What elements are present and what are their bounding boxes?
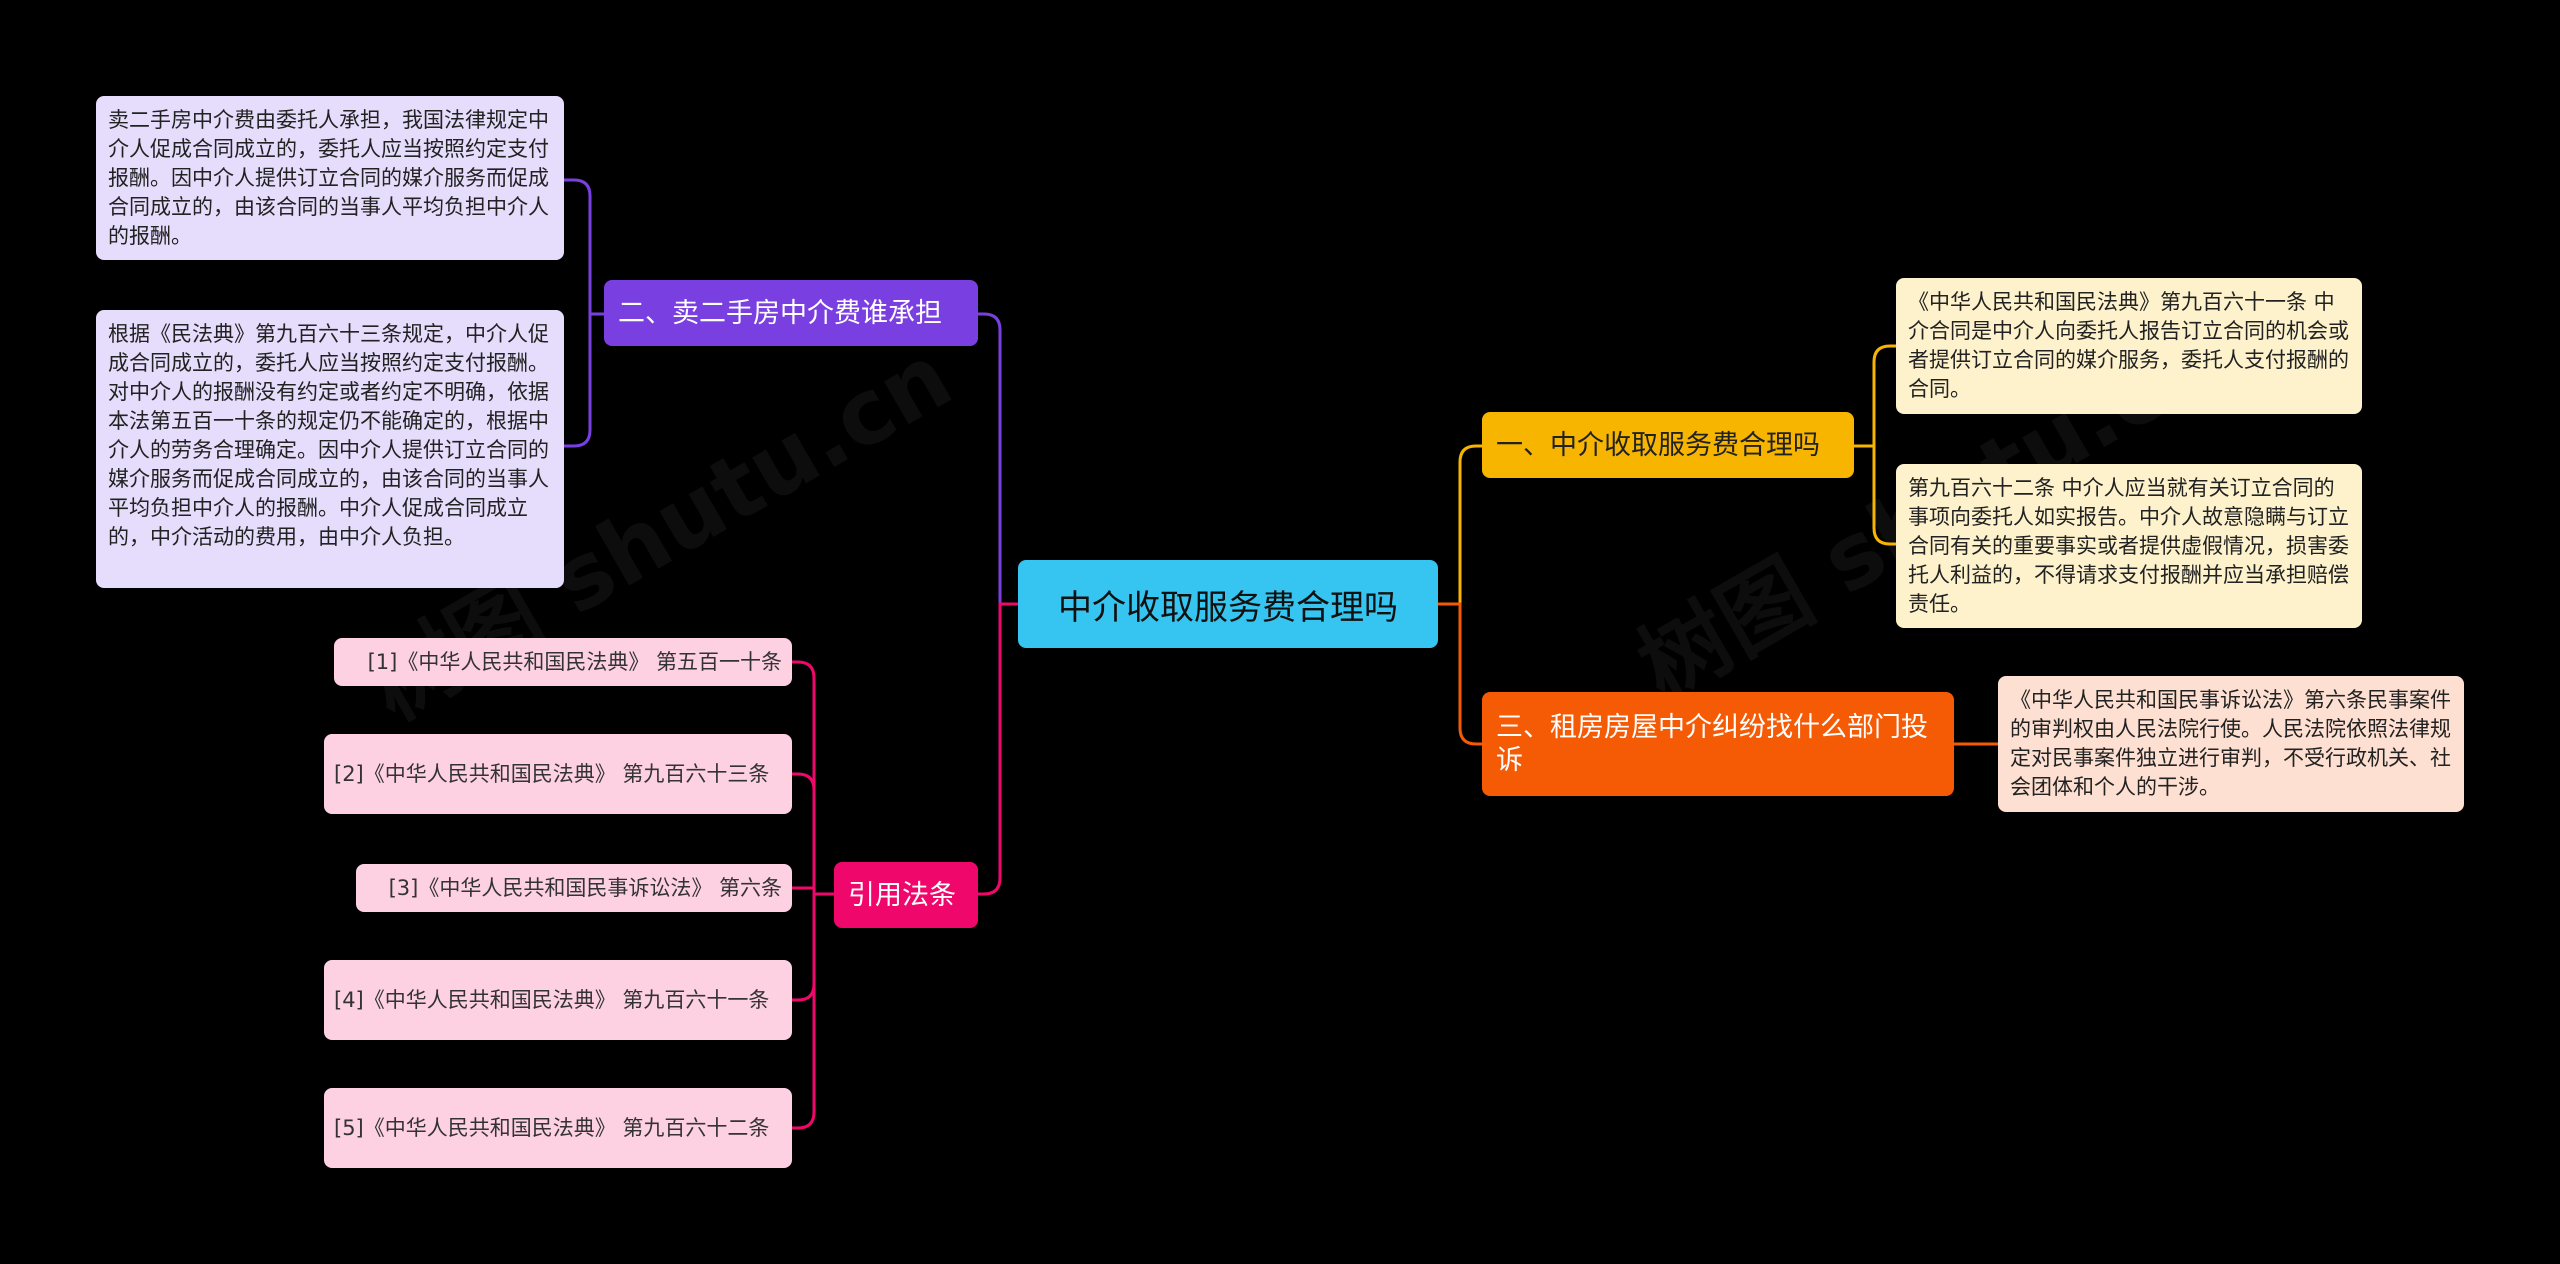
ref-text: [2]《中华人民共和国民法典》 第九百六十三条 xyxy=(334,762,770,786)
branch-label: 一、中介收取服务费合理吗 xyxy=(1496,429,1820,461)
leaf-complaint-department-1: 《中华人民共和国民事诉讼法》第六条民事案件的审判权由人民法院行使。人民法院依照法… xyxy=(1998,676,2464,812)
link-b2-leaf2 xyxy=(564,312,604,448)
link-b1-leaf2 xyxy=(1854,444,1896,546)
branch-label: 二、卖二手房中介费谁承担 xyxy=(618,297,942,329)
branch-cited-laws[interactable]: 引用法条 xyxy=(834,862,978,928)
ref-item-5: [5]《中华人民共和国民法典》 第九百六十二条 xyxy=(324,1088,792,1168)
root-topic-label: 中介收取服务费合理吗 xyxy=(1058,587,1398,628)
leaf-who-pays-fee-2: 根据《民法典》第九百六十三条规定，中介人促成合同成立的，委托人应当按照约定支付报… xyxy=(96,310,564,588)
branch-label: 三、租房房屋中介纠纷找什么部门投诉 xyxy=(1496,712,1928,776)
leaf-is-fee-reasonable-1: 《中华人民共和国民法典》第九百六十一条 中介合同是中介人向委托人报告订立合同的机… xyxy=(1896,278,2362,414)
link-b4-ref2 xyxy=(792,772,834,896)
link-b2-leaf1 xyxy=(564,178,604,316)
link-root-b4 xyxy=(978,602,1018,896)
link-root-b3 xyxy=(1438,602,1482,746)
branch-label: 引用法条 xyxy=(848,879,956,911)
link-b4-ref1 xyxy=(792,660,834,896)
ref-text: [1]《中华人民共和国民法典》 第五百一十条 xyxy=(367,650,782,674)
leaf-is-fee-reasonable-2: 第九百六十二条 中介人应当就有关订立合同的事项向委托人如实报告。中介人故意隐瞒与… xyxy=(1896,464,2362,628)
root-topic[interactable]: 中介收取服务费合理吗 xyxy=(1018,560,1438,648)
ref-text: [3]《中华人民共和国民事诉讼法》 第六条 xyxy=(388,876,782,900)
link-b4-ref5 xyxy=(792,892,834,1130)
ref-item-4: [4]《中华人民共和国民法典》 第九百六十一条 xyxy=(324,960,792,1040)
ref-item-2: [2]《中华人民共和国民法典》 第九百六十三条 xyxy=(324,734,792,814)
link-b1-leaf1 xyxy=(1854,344,1896,448)
link-root-b2 xyxy=(978,312,1018,606)
ref-text: [4]《中华人民共和国民法典》 第九百六十一条 xyxy=(334,988,770,1012)
branch-is-fee-reasonable[interactable]: 一、中介收取服务费合理吗 xyxy=(1482,412,1854,478)
leaf-who-pays-fee-1: 卖二手房中介费由委托人承担，我国法律规定中介人促成合同成立的，委托人应当按照约定… xyxy=(96,96,564,260)
ref-item-3: [3]《中华人民共和国民事诉讼法》 第六条 xyxy=(356,864,792,912)
ref-text: [5]《中华人民共和国民法典》 第九百六十二条 xyxy=(334,1116,770,1140)
branch-complaint-department[interactable]: 三、租房房屋中介纠纷找什么部门投诉 xyxy=(1482,692,1954,796)
branch-who-pays-fee[interactable]: 二、卖二手房中介费谁承担 xyxy=(604,280,978,346)
ref-item-1: [1]《中华人民共和国民法典》 第五百一十条 xyxy=(334,638,792,686)
link-root-b1 xyxy=(1438,444,1482,606)
